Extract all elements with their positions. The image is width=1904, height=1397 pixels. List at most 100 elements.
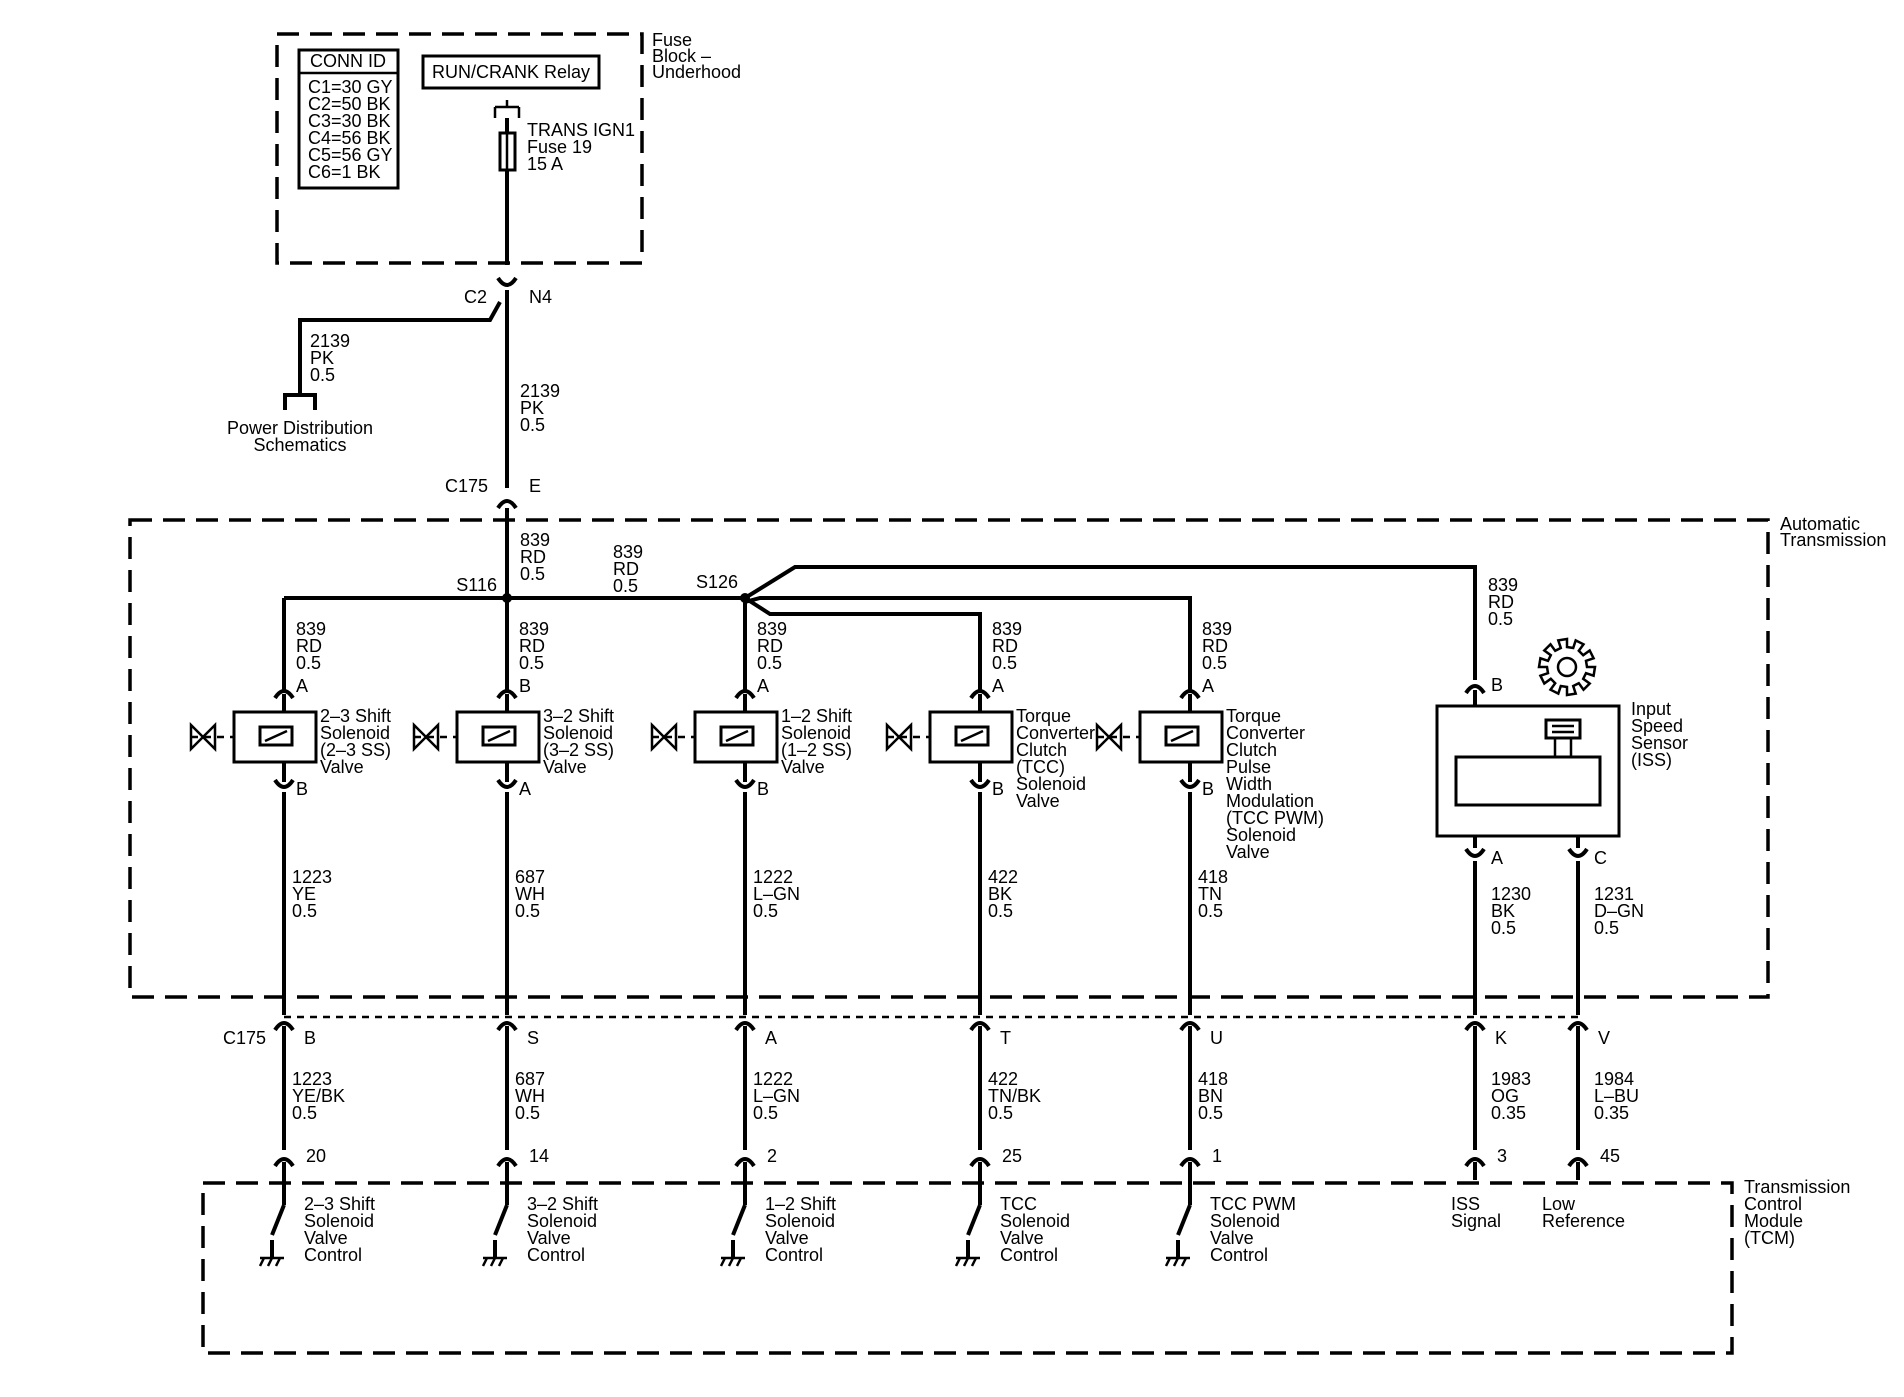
wire-label: 2139 <box>520 381 560 401</box>
ground-icon <box>481 1256 507 1267</box>
solenoid-label: Width <box>1226 774 1272 794</box>
wire-label: 1223 <box>292 867 332 887</box>
wire-label: YE/BK <box>292 1086 345 1106</box>
connector-terminal <box>1179 778 1201 789</box>
connector-terminal <box>1464 1021 1486 1032</box>
wire-label: 0.5 <box>757 653 782 673</box>
tcm-circuit-label: Solenoid <box>527 1211 597 1231</box>
wire-label: 1222 <box>753 1069 793 1089</box>
wire-839-rd-pwm <box>744 596 1192 690</box>
wire-label: L–GN <box>753 884 800 904</box>
fuse-label: 15 A <box>527 154 563 174</box>
solenoid-label: Valve <box>320 757 364 777</box>
wire-label: 1223 <box>292 1069 332 1089</box>
wire-label: 0.5 <box>519 653 544 673</box>
fuse-block-outline <box>275 32 644 265</box>
tcm-circuit-label: Control <box>765 1245 823 1265</box>
iss-magnet-leads <box>1552 724 1574 757</box>
solenoid-label: Solenoid <box>320 723 390 743</box>
connector-terminal <box>734 1157 756 1168</box>
wire-label: 0.5 <box>1491 918 1516 938</box>
wire-label: BK <box>1491 901 1515 921</box>
wire-label: OG <box>1491 1086 1519 1106</box>
solenoid-label: Valve <box>543 757 587 777</box>
connector-terminal <box>1464 1157 1486 1168</box>
solenoid-label: Clutch <box>1016 740 1067 760</box>
gear-hub-icon <box>1556 656 1578 678</box>
iss-magnet-icon <box>1544 718 1582 740</box>
gear-icon <box>1537 637 1597 697</box>
wire-label: 0.5 <box>753 901 778 921</box>
c175-pin-label: S <box>527 1028 539 1048</box>
wire-label: RD <box>1202 636 1228 656</box>
tcm-circuit-label: 1–2 Shift <box>765 1194 836 1214</box>
ground-icon <box>258 1256 284 1267</box>
wire-label: 0.5 <box>988 901 1013 921</box>
pin-label: A <box>519 779 531 799</box>
solenoid-label: Solenoid <box>1226 825 1296 845</box>
wire-label: 1983 <box>1491 1069 1531 1089</box>
tcm-pin-label: 3 <box>1497 1146 1507 1166</box>
tcm-circuit-label: TCC PWM <box>1210 1194 1296 1214</box>
splice-s126-label: S126 <box>696 572 738 592</box>
wire-label: L–BU <box>1594 1086 1639 1106</box>
tcm-label: (TCM) <box>1744 1228 1795 1248</box>
connector-terminal <box>273 1021 295 1032</box>
pin-label: A <box>992 676 1004 696</box>
valve-icon <box>1095 721 1123 753</box>
wire-label: 0.35 <box>1491 1103 1526 1123</box>
wire-label: 0.5 <box>1202 653 1227 673</box>
connector-c175-e <box>496 499 518 510</box>
wire-label: BN <box>1198 1086 1223 1106</box>
ground-icon <box>719 1256 745 1267</box>
solenoid-label: Pulse <box>1226 757 1271 777</box>
wire-label: 0.5 <box>613 576 638 596</box>
connector-terminal <box>734 1021 756 1032</box>
wire-label: 0.5 <box>1198 901 1223 921</box>
tcm-circuit-label: Valve <box>304 1228 348 1248</box>
coil-line <box>264 729 288 743</box>
solenoid-label: 2–3 Shift <box>320 706 391 726</box>
pin-label: B <box>296 779 308 799</box>
coil-line <box>960 729 984 743</box>
switch-blade <box>731 1204 747 1236</box>
tcm-circuit-label: Control <box>304 1245 362 1265</box>
wire-label: 0.35 <box>1594 1103 1629 1123</box>
wire-label: 418 <box>1198 867 1228 887</box>
iss-label: Sensor <box>1631 733 1688 753</box>
wire-label: 0.5 <box>296 653 321 673</box>
wire-label: 839 <box>296 619 326 639</box>
pin-label: A <box>1202 676 1214 696</box>
fuse-block-label: Block – <box>652 46 711 66</box>
solenoid-label: Valve <box>1226 842 1270 862</box>
solenoid-label: Solenoid <box>1016 774 1086 794</box>
tcm-circuit-label: Valve <box>1210 1228 1254 1248</box>
connector-c175-label: C175 <box>445 476 488 496</box>
switch-blade <box>493 1204 509 1236</box>
connector-terminal <box>273 1157 295 1168</box>
tcm-circuit-label: 2–3 Shift <box>304 1194 375 1214</box>
pin-label: A <box>296 676 308 696</box>
solenoid-label: (TCC) <box>1016 757 1065 777</box>
wire-label: 839 <box>1488 575 1518 595</box>
connector-n4-label: N4 <box>529 287 552 307</box>
wire-label: 1984 <box>1594 1069 1634 1089</box>
iss-element <box>1454 755 1602 807</box>
tcm-pin-label: 1 <box>1212 1146 1222 1166</box>
tcm-circuit-label: Signal <box>1451 1211 1501 1231</box>
valve-icon <box>189 721 217 753</box>
solenoid-label: Solenoid <box>543 723 613 743</box>
connector-terminal <box>1464 847 1486 858</box>
wire-label: 0.5 <box>992 653 1017 673</box>
wire-label: PK <box>520 398 544 418</box>
tcm-circuit-label: Reference <box>1542 1211 1625 1231</box>
connector-terminal <box>1567 1157 1589 1168</box>
connector-terminal <box>496 1157 518 1168</box>
tcm-circuit-label: Solenoid <box>1000 1211 1070 1231</box>
conn-id-entry: C4=56 BK <box>308 128 391 148</box>
automatic-transmission-label: Automatic <box>1780 514 1860 534</box>
connector-terminal <box>1464 684 1486 695</box>
connector-terminal <box>273 778 295 789</box>
solenoid-label: Converter <box>1016 723 1095 743</box>
